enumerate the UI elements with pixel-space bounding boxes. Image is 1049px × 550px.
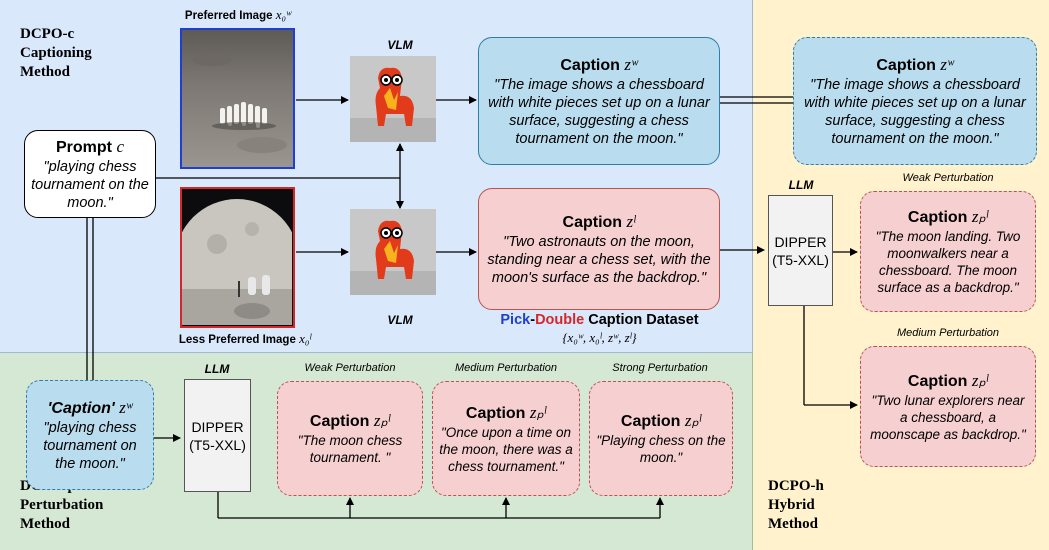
caption-l-word: Caption: [562, 213, 623, 231]
dataset-rest: Caption Dataset: [584, 312, 699, 328]
perturbation-weak-box: Caption zₚˡ "The moon chess tournament. …: [277, 381, 423, 496]
dcpo-p-line2: Perturbation: [20, 497, 104, 513]
perturbation-medium-label: Medium Perturbation: [454, 362, 558, 374]
prompt-title: Prompt c: [56, 137, 124, 158]
perturbation-weak-symbol: zₚˡ: [373, 411, 391, 430]
less-preferred-image-caption: Less Preferred Image x₀ˡ: [160, 331, 330, 347]
astronauts-on-moon-graphic: [182, 199, 293, 325]
perturbation-strong-title: Caption zₚˡ: [621, 411, 701, 432]
perturbation-caption-word: 'Caption': [47, 399, 115, 417]
dcpo-c-line3: Method: [20, 64, 70, 80]
prompt-symbol: c: [116, 136, 124, 156]
preferred-image: [180, 28, 295, 169]
perturbation-strong-word: Caption: [620, 413, 681, 430]
dataset-double: Double: [535, 312, 585, 328]
dataset-pick: Pick: [500, 312, 531, 328]
hybrid-caption-w-word: Caption: [876, 56, 936, 74]
perturbation-weak-title: Caption zₚˡ: [310, 411, 390, 432]
less-preferred-image: [180, 187, 295, 328]
dcpo-h-line2: Hybrid: [768, 497, 815, 513]
perturbation-medium-symbol: zₚˡ: [529, 402, 547, 422]
dcpo-c-line2: Captioning: [20, 45, 92, 61]
vlm-label-bottom: VLM: [387, 313, 413, 327]
llama-mascot-icon: [350, 67, 436, 142]
vlm-label-top: VLM: [387, 38, 413, 52]
dipper-perturbation: DIPPER (T5-XXL): [184, 379, 251, 492]
llama-mascot-icon-2: [350, 220, 436, 295]
perturbation-weak-label: Weak Perturbation: [304, 362, 396, 374]
dcpo-c-label: DCPO-c Captioning Method: [20, 25, 92, 82]
perturbation-medium-text: "Once upon a time on the moon, there was…: [439, 424, 573, 474]
caption-l-text: "Two astronauts on the moon, standing ne…: [487, 233, 711, 286]
dcpo-h-line1: DCPO-h: [768, 478, 824, 494]
perturbation-caption-symbol: zʷ: [119, 397, 133, 417]
perturbation-medium-word: Caption: [465, 404, 526, 422]
hybrid-weak-text: "The moon landing. Two moonwalkers near …: [875, 229, 1021, 295]
caption-w-symbol: zʷ: [624, 54, 638, 74]
perturbation-weak-text: "The moon chess tournament. ": [297, 433, 403, 465]
dcpo-c-line1: DCPO-c: [20, 26, 75, 42]
hybrid-caption-w-text: "The image shows a chessboard with white…: [804, 76, 1026, 147]
caption-w-text: "The image shows a chessboard with white…: [488, 76, 710, 147]
perturbation-caption-box: 'Caption' zʷ "playing chess tournament o…: [26, 380, 154, 490]
dcpo-h-label: DCPO-h Hybrid Method: [768, 477, 824, 534]
preferred-image-label: Preferred Image: [184, 10, 273, 22]
dipper-perturbation-line2: (T5-XXL): [189, 436, 246, 453]
perturbation-caption-title: 'Caption' zʷ: [48, 398, 133, 419]
hybrid-caption-w-box: Caption zʷ "The image shows a chessboard…: [793, 37, 1037, 165]
hybrid-caption-w-symbol: zʷ: [940, 54, 954, 74]
perturbation-medium-box: Caption zₚˡ "Once upon a time on the moo…: [432, 381, 580, 496]
dcpo-h-line3: Method: [768, 516, 818, 532]
caption-w-box: Caption zʷ "The image shows a chessboard…: [478, 37, 720, 165]
perturbation-caption-text: "playing chess tournament on the moon.": [43, 419, 137, 472]
dipper-hybrid-line2: (T5-XXL): [772, 251, 829, 268]
hybrid-weak-symbol: zₚˡ: [971, 207, 989, 226]
chess-on-moon-graphic: [192, 54, 287, 153]
caption-l-symbol: zˡ: [626, 211, 636, 231]
perturbation-weak-word: Caption: [309, 413, 370, 430]
hybrid-weak-word: Caption: [907, 209, 968, 226]
perturbation-strong-box: Caption zₚˡ "Playing chess on the moon.": [589, 381, 733, 496]
preferred-image-symbol: x₀ʷ: [275, 7, 292, 22]
less-preferred-image-label: Less Preferred Image: [178, 334, 296, 346]
dipper-hybrid: DIPPER (T5-XXL): [768, 195, 833, 306]
hybrid-medium-title: Caption zₚˡ: [908, 371, 988, 392]
vlm-icon-bottom: [350, 209, 436, 295]
hybrid-medium-box: Caption zₚˡ "Two lunar explorers near a …: [860, 346, 1036, 467]
caption-w-title: Caption zʷ: [560, 55, 637, 76]
hybrid-caption-w-title: Caption zʷ: [876, 55, 953, 76]
dataset-dash: -: [530, 312, 536, 328]
hybrid-medium-word: Caption: [907, 372, 968, 390]
hybrid-medium-symbol: zₚˡ: [971, 370, 989, 390]
caption-w-word: Caption: [560, 56, 620, 74]
hybrid-weak-box: Caption zₚˡ "The moon landing. Two moonw…: [860, 191, 1036, 312]
perturbation-strong-symbol: zₚˡ: [684, 411, 702, 430]
perturbation-medium-title: Caption zₚˡ: [466, 403, 546, 424]
hybrid-medium-text: "Two lunar explorers near a chessboard, …: [870, 392, 1026, 442]
dataset-label: Pick-Double Caption Dataset: [462, 312, 737, 328]
llm-label-hybrid: LLM: [788, 178, 814, 192]
caption-l-box: Caption zˡ "Two astronauts on the moon, …: [478, 188, 720, 310]
less-preferred-image-symbol: x₀ˡ: [299, 331, 312, 346]
vlm-icon-top: [350, 56, 436, 142]
llm-label-perturbation: LLM: [204, 362, 230, 376]
dataset-formula: {x₀ʷ, x₀ˡ, zʷ, zˡ}: [562, 330, 637, 345]
dcpo-p-line3: Method: [20, 516, 70, 532]
perturbation-strong-text: "Playing chess on the moon.": [596, 433, 726, 465]
prompt-text: "playing chess tournament on the moon.": [31, 158, 149, 211]
preferred-image-caption: Preferred Image x₀ʷ: [170, 7, 306, 23]
perturbation-strong-label: Strong Perturbation: [612, 362, 708, 374]
dipper-hybrid-line1: DIPPER: [774, 233, 827, 250]
prompt-title-text: Prompt: [56, 138, 112, 156]
caption-l-title: Caption zˡ: [563, 212, 636, 233]
prompt-box: Prompt c "playing chess tournament on th…: [24, 130, 156, 218]
dipper-perturbation-line1: DIPPER: [191, 418, 244, 435]
hybrid-medium-label: Medium Perturbation: [896, 327, 1000, 339]
hybrid-weak-title: Caption zₚˡ: [908, 207, 988, 228]
hybrid-weak-label: Weak Perturbation: [902, 172, 994, 184]
